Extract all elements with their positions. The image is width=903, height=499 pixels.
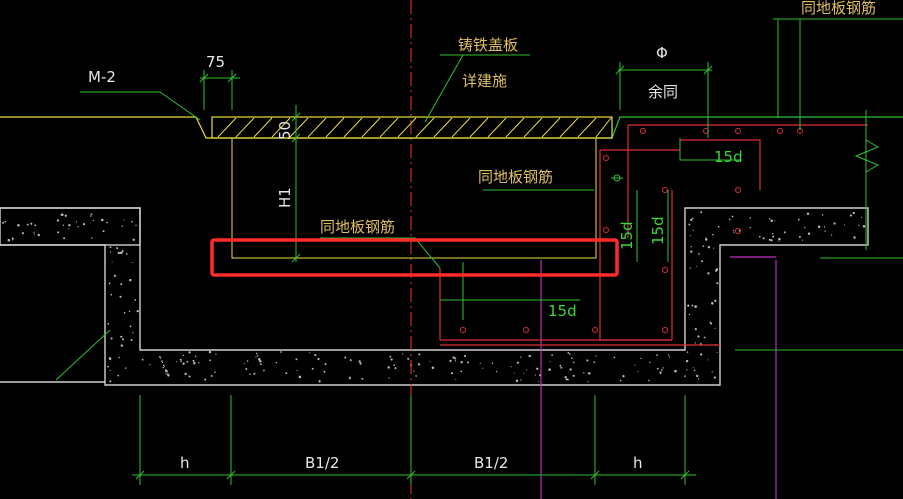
label-15d-vert-b: 15d [649,216,667,245]
label-dim-75: 75 [206,53,225,71]
label-15d-vert-a: 15d [618,221,636,250]
label-m2: M-2 [88,68,116,86]
cover-plate [211,116,613,139]
label-same-as-slab-inner: 同地板钢筋 [320,218,395,236]
label-phi: Φ [656,44,668,62]
label-dim-50: 50 [276,121,294,140]
label-dim-h-left: h [180,454,190,472]
dimension-phi [615,62,713,138]
label-15d-top: 15d [714,148,743,166]
dimension-bottom [132,262,696,485]
rebar-dots [460,128,803,333]
label-dim-h-right: h [633,454,643,472]
left-wall-outline [0,207,869,386]
concrete-hatch [2,211,866,383]
label-see-architecture: 详建施 [462,72,507,90]
label-dim-b1-half-left: B1/2 [305,454,339,472]
label-rest-same: 余同 [648,83,678,101]
dimension-vertical-15d [636,190,669,262]
highlight-box [210,238,619,277]
dimension-50-h1 [291,105,301,263]
label-same-as-slab-mid: 同地板钢筋 [478,168,553,186]
label-dim-b1-half-right: B1/2 [474,454,508,472]
concrete-left-fill [0,207,141,246]
label-15d-bottom: 15d [548,302,577,320]
rebar-layout [439,124,868,346]
rebar-15d-leader [680,139,761,190]
floor-line [0,116,903,139]
trench-inner-outline [231,138,597,259]
concrete-structure [0,207,869,386]
leader-lines [55,18,903,381]
label-dim-h1: H1 [276,187,294,208]
rebar-symbol [611,174,623,182]
label-cover-plate: 铸铁盖板 [458,36,518,54]
dimension-75 [199,70,240,110]
label-same-as-slab-top: 同地板钢筋 [801,0,876,17]
